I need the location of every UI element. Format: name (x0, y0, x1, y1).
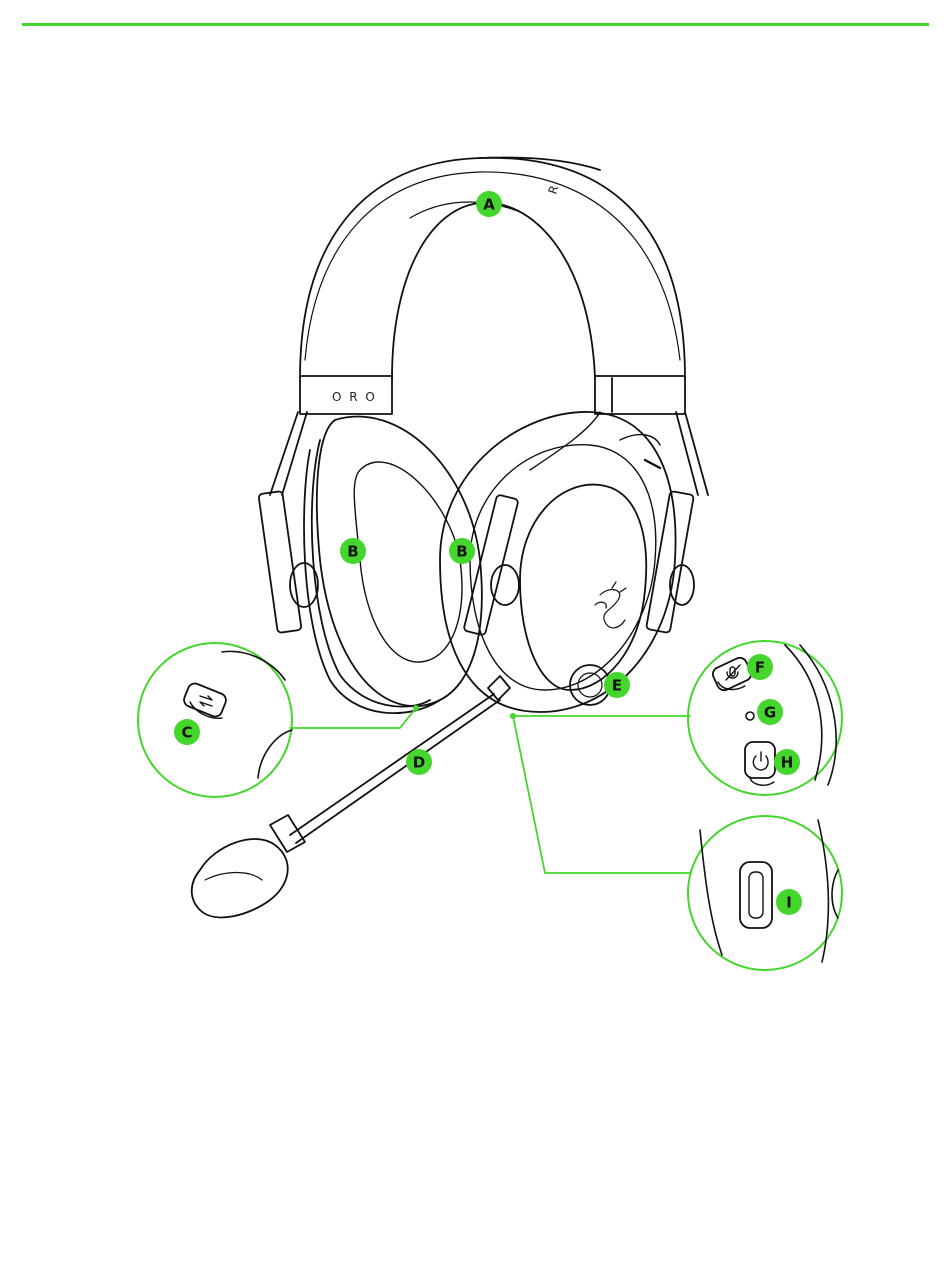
callout-c-label: C (181, 724, 192, 742)
callout-a: A (476, 191, 502, 217)
status-indicator-led (746, 712, 754, 720)
razer-snake-logo-icon (595, 582, 626, 628)
callout-b-right: B (449, 538, 475, 564)
leader-lines (290, 708, 690, 873)
detail-circle-usb-port (688, 816, 842, 970)
callout-d-label: D (413, 754, 425, 772)
callout-f-label: F (755, 659, 765, 677)
leader-dot-port (510, 713, 516, 719)
mode-switch-icon (200, 696, 212, 706)
callout-c: C (174, 719, 200, 745)
headband: R (300, 158, 685, 379)
left-earcup (258, 412, 481, 713)
callout-g-label: G (764, 704, 776, 722)
detail-circle-mode-button (138, 643, 292, 797)
left-slider-block: O R O (300, 376, 392, 414)
callout-f: F (747, 654, 773, 680)
callout-g: G (757, 699, 783, 725)
callout-a-label: A (483, 196, 495, 214)
leader-dot-c (413, 705, 419, 711)
callout-d: D (406, 749, 432, 775)
callout-h: H (774, 749, 800, 775)
callout-b-left: B (340, 538, 366, 564)
callout-h-label: H (781, 754, 794, 772)
right-earcup (440, 412, 708, 712)
callout-e: E (604, 672, 630, 698)
callout-i-label: I (786, 894, 792, 912)
callout-e-label: E (612, 677, 622, 695)
mic-mute-icon (726, 665, 740, 680)
callout-b-right-label: B (456, 543, 467, 561)
detachable-microphone (192, 676, 510, 917)
power-icon (753, 752, 768, 770)
callout-b-left-label: B (347, 543, 358, 561)
headband-slider-text: O R O (332, 390, 377, 404)
callout-i: I (776, 889, 802, 915)
right-slider-block (595, 376, 685, 414)
